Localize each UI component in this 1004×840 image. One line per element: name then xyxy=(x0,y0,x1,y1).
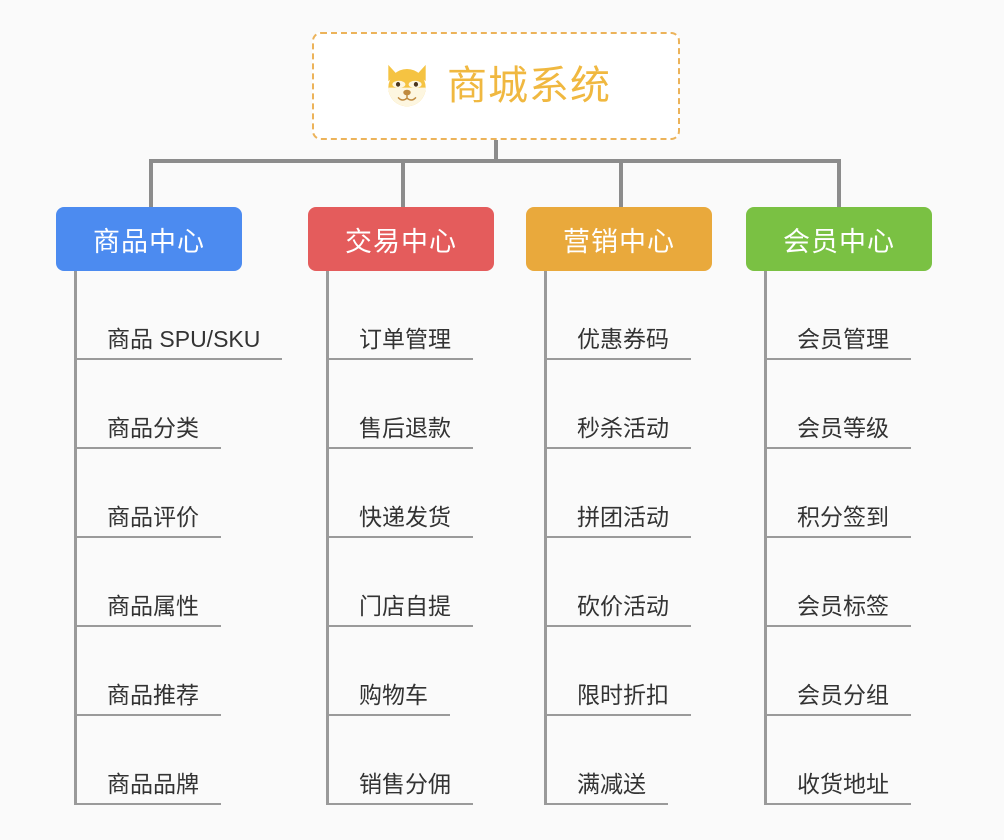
leaf-item-label: 收货地址 xyxy=(767,771,911,805)
category-card-0[interactable]: 商品中心 xyxy=(56,207,242,271)
leaf-item-label: 限时折扣 xyxy=(547,682,691,716)
category-branch-0: 商品 SPU/SKU 商品分类商品评价商品属性商品推荐商品品牌 xyxy=(74,271,283,805)
leaf-item-label: 购物车 xyxy=(329,682,450,716)
connector-horizontal-bus xyxy=(149,159,841,163)
leaf-item[interactable]: 会员等级 xyxy=(767,360,932,449)
leaf-item-label: 砍价活动 xyxy=(547,593,691,627)
leaf-item-label: 商品分类 xyxy=(77,415,221,449)
leaf-item[interactable]: 会员管理 xyxy=(767,271,932,360)
leaf-item-label: 会员等级 xyxy=(767,415,911,449)
leaf-item[interactable]: 商品 SPU/SKU xyxy=(77,271,283,360)
leaf-item[interactable]: 购物车 xyxy=(329,627,494,716)
leaf-item[interactable]: 砍价活动 xyxy=(547,538,712,627)
leaf-item-label: 积分签到 xyxy=(767,504,911,538)
root-node-title: 商城系统 xyxy=(447,64,611,108)
leaf-item-label: 优惠券码 xyxy=(547,326,691,360)
leaf-item-label: 售后退款 xyxy=(329,415,473,449)
category-card-1[interactable]: 交易中心 xyxy=(308,207,494,271)
category-column-1: 交易中心订单管理售后退款快递发货门店自提购物车销售分佣 xyxy=(308,207,494,805)
leaf-item-label: 商品品牌 xyxy=(77,771,221,805)
leaf-item-label: 秒杀活动 xyxy=(547,415,691,449)
category-column-2: 营销中心优惠券码秒杀活动拼团活动砍价活动限时折扣满减送 xyxy=(526,207,712,805)
leaf-item-label: 销售分佣 xyxy=(329,771,473,805)
leaf-item-label: 快递发货 xyxy=(329,504,473,538)
leaf-item[interactable]: 售后退款 xyxy=(329,360,494,449)
leaf-item[interactable]: 收货地址 xyxy=(767,716,932,805)
leaf-item[interactable]: 满减送 xyxy=(547,716,712,805)
category-card-label: 会员中心 xyxy=(783,226,895,257)
leaf-item-label: 门店自提 xyxy=(329,593,473,627)
category-card-label: 交易中心 xyxy=(345,226,457,257)
shiba-dog-face-icon xyxy=(388,64,426,107)
leaf-item[interactable]: 秒杀活动 xyxy=(547,360,712,449)
leaf-item-label: 会员分组 xyxy=(767,682,911,716)
leaf-item[interactable]: 积分签到 xyxy=(767,449,932,538)
leaf-item[interactable]: 商品分类 xyxy=(77,360,282,449)
leaf-item[interactable]: 快递发货 xyxy=(329,449,494,538)
leaf-item[interactable]: 商品属性 xyxy=(77,538,282,627)
category-card-3[interactable]: 会员中心 xyxy=(746,207,932,271)
leaf-item[interactable]: 会员标签 xyxy=(767,538,932,627)
leaf-item-label: 会员标签 xyxy=(767,593,911,627)
leaf-item-label: 商品 SPU/SKU xyxy=(77,326,283,360)
leaf-item[interactable]: 销售分佣 xyxy=(329,716,494,805)
category-card-label: 商品中心 xyxy=(93,226,205,257)
category-card-label: 营销中心 xyxy=(563,226,675,257)
root-node-shopping-mall-system[interactable]: 商城系统 xyxy=(312,32,680,140)
category-branch-3: 会员管理会员等级积分签到会员标签会员分组收货地址 xyxy=(764,271,932,805)
leaf-item[interactable]: 会员分组 xyxy=(767,627,932,716)
category-column-0: 商品中心商品 SPU/SKU 商品分类商品评价商品属性商品推荐商品品牌 xyxy=(56,207,283,805)
leaf-item[interactable]: 优惠券码 xyxy=(547,271,712,360)
leaf-item-label: 满减送 xyxy=(547,771,668,805)
connector-root-stem xyxy=(494,140,498,162)
leaf-item[interactable]: 商品评价 xyxy=(77,449,282,538)
category-column-3: 会员中心会员管理会员等级积分签到会员标签会员分组收货地址 xyxy=(746,207,932,805)
category-branch-1: 订单管理售后退款快递发货门店自提购物车销售分佣 xyxy=(326,271,494,805)
connector-drop-0 xyxy=(149,159,153,207)
connector-drop-3 xyxy=(837,159,841,207)
leaf-item[interactable]: 商品品牌 xyxy=(77,716,282,805)
connector-drop-2 xyxy=(619,159,623,207)
leaf-item-label: 商品推荐 xyxy=(77,682,221,716)
leaf-item-label: 拼团活动 xyxy=(547,504,691,538)
leaf-item-label: 商品评价 xyxy=(77,504,221,538)
leaf-item-label: 订单管理 xyxy=(329,326,473,360)
leaf-item[interactable]: 商品推荐 xyxy=(77,627,282,716)
leaf-item[interactable]: 订单管理 xyxy=(329,271,494,360)
category-branch-2: 优惠券码秒杀活动拼团活动砍价活动限时折扣满减送 xyxy=(544,271,712,805)
leaf-item-label: 商品属性 xyxy=(77,593,221,627)
category-card-2[interactable]: 营销中心 xyxy=(526,207,712,271)
leaf-item-label: 会员管理 xyxy=(767,326,911,360)
leaf-item[interactable]: 限时折扣 xyxy=(547,627,712,716)
connector-drop-1 xyxy=(401,159,405,207)
leaf-item[interactable]: 拼团活动 xyxy=(547,449,712,538)
leaf-item[interactable]: 门店自提 xyxy=(329,538,494,627)
